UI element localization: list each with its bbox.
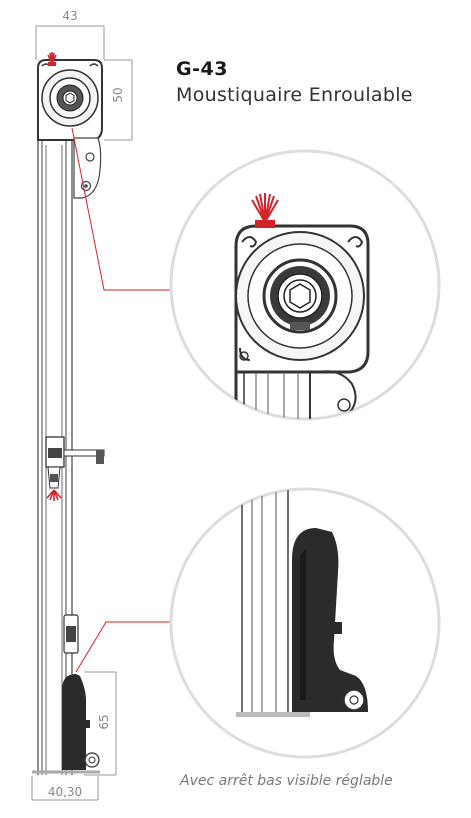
dim-box-height: 50 [104,59,133,141]
detail-circle-bottom-stop [169,487,441,759]
bottom-stop-small [32,674,100,774]
dim-bottom-height: 65 [84,671,117,776]
dim-label-box-height: 50 [111,87,125,102]
handle-bar-mechanism [45,436,105,489]
detail-circle-cassette [169,149,441,421]
dim-label-bottom-height: 65 [97,714,111,729]
brush-seal-top-large [251,193,279,228]
dim-box-width: 43 [35,9,105,60]
dim-rail-width: 40,30 [31,776,99,801]
product-name: Moustiquaire Enroulable [176,84,413,106]
dim-label-rail-width: 40,30 [48,785,82,799]
product-code: G-43 [176,58,228,80]
side-bracket [73,137,102,199]
cassette-small [37,59,103,141]
brush-seal-top-small [47,52,57,66]
detail-caption: Avec arrêt bas visible réglable [180,773,393,789]
brush-seal-middle [46,489,62,501]
dim-label-box-width: 43 [62,9,77,23]
lower-clip [63,614,79,654]
